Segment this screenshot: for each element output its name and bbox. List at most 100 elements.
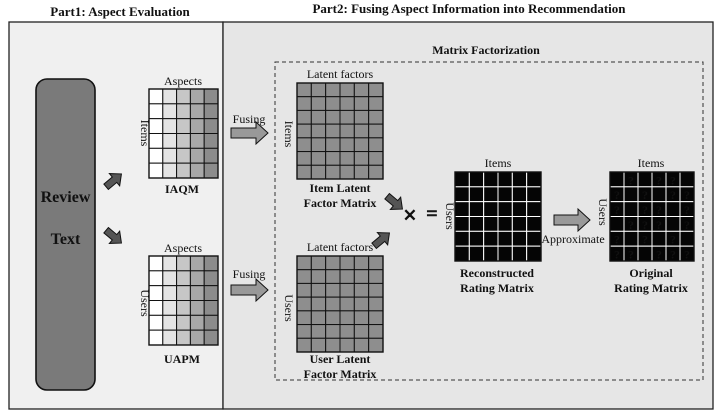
matrix-cell	[162, 103, 178, 120]
matrix-cell	[368, 137, 384, 153]
matrix-cell	[325, 82, 341, 98]
matrix-cell	[454, 230, 470, 247]
matrix-cell	[176, 133, 191, 149]
matrix-cell	[665, 201, 681, 218]
matrix-cell	[296, 123, 312, 139]
iaqm-aspects-label: Aspects	[164, 74, 202, 88]
user-latent-name-line2: Factor Matrix	[304, 367, 377, 381]
matrix-cell	[483, 245, 499, 262]
reconstructed-users-label: Users	[443, 202, 457, 230]
original-name-line2: Rating Matrix	[614, 281, 688, 295]
unknown-rating-mark: ?	[656, 218, 662, 232]
review-label-line1: Review	[41, 189, 91, 206]
matrix-cell	[310, 137, 327, 153]
matrix-border	[454, 171, 542, 262]
matrix-cell	[310, 337, 327, 353]
matrix-cell	[511, 186, 528, 203]
approximate-arrow	[553, 207, 591, 233]
original-users-label: Users	[596, 198, 610, 226]
matrix-cell	[189, 314, 205, 331]
matrix-cell	[176, 118, 191, 134]
matrix-cell	[353, 123, 370, 139]
matrix-cell	[468, 186, 485, 203]
matrix-cell	[368, 337, 384, 353]
matrix-cell	[176, 285, 191, 301]
review-text-box	[35, 78, 96, 391]
matrix-cell	[623, 201, 639, 218]
item-latent-top-label: Latent factors	[307, 67, 374, 81]
unknown-rating-mark: ?	[642, 203, 648, 217]
matrix-cell	[368, 324, 384, 339]
matrix-cell	[310, 282, 327, 298]
matrix-cell	[162, 162, 178, 179]
matrix-cell	[310, 151, 327, 166]
uapm-aspects-label: Aspects	[164, 241, 202, 255]
matrix-cell	[339, 282, 355, 298]
unknown-rating-mark: ?	[628, 173, 634, 187]
matrix-factorization-title: Matrix Factorization	[432, 43, 540, 57]
matrix-cell	[148, 162, 164, 179]
matrix-cell	[325, 324, 341, 339]
matrix-cell	[310, 164, 327, 180]
unknown-rating-mark: ?	[614, 248, 620, 262]
matrix-cell	[665, 216, 681, 232]
matrix-cell	[497, 201, 513, 218]
uapm-matrix	[148, 255, 219, 346]
matrix-cell	[339, 337, 355, 353]
matrix-cell	[468, 216, 485, 232]
matrix-cell	[162, 314, 178, 331]
arrow-review-to-iaqm	[103, 173, 123, 191]
matrix-cell	[189, 285, 205, 301]
matrix-cell	[637, 245, 653, 262]
matrix-cell	[497, 245, 513, 262]
unknown-rating-mark: ?	[642, 218, 648, 232]
matrix-cell	[339, 269, 355, 284]
matrix-cell	[162, 255, 178, 272]
matrix-cell	[353, 337, 370, 353]
matrix-cell	[368, 269, 384, 284]
matrix-cell	[368, 282, 384, 298]
original-items-label: Items	[638, 156, 665, 170]
matrix-cell	[368, 310, 384, 326]
matrix-cell	[468, 171, 485, 188]
matrix-cell	[368, 96, 384, 111]
matrix-cell	[511, 201, 528, 218]
iaqm-name: IAQM	[165, 182, 199, 196]
review-label-line2: Text	[51, 231, 81, 248]
unknown-rating-mark: ?	[614, 203, 620, 217]
matrix-cell	[296, 324, 312, 339]
matrix-cell	[148, 103, 164, 120]
matrix-cell	[189, 270, 205, 287]
matrix-cell	[368, 151, 384, 166]
matrix-cell	[339, 255, 355, 271]
matrix-cell	[325, 123, 341, 139]
matrix-cell	[148, 285, 164, 301]
matrix-cell	[454, 201, 470, 218]
unknown-rating-mark: ?	[642, 233, 648, 247]
iaqm-matrix	[148, 88, 219, 179]
matrix-cell	[296, 164, 312, 180]
matrix-cell	[339, 151, 355, 166]
matrix-cell	[353, 96, 370, 111]
matrix-cell	[483, 216, 499, 232]
matrix-cell	[526, 216, 542, 232]
matrix-cell	[353, 164, 370, 180]
matrix-cell	[454, 216, 470, 232]
equals-operator: =	[426, 203, 437, 225]
matrix-cell	[497, 230, 513, 247]
matrix-cell	[189, 103, 205, 120]
matrix-cell	[325, 151, 341, 166]
matrix-cell	[325, 296, 341, 312]
matrix-cell	[162, 118, 178, 134]
matrix-cell	[296, 151, 312, 166]
approximate-label: Approximate	[541, 232, 604, 246]
matrix-cell	[310, 296, 327, 312]
matrix-cell	[368, 164, 384, 180]
matrix-cell	[325, 337, 341, 353]
matrix-cell	[310, 109, 327, 125]
matrix-cell	[468, 230, 485, 247]
fusing-top-label: Fusing	[233, 112, 266, 126]
matrix-cell	[353, 255, 370, 271]
matrix-border	[609, 171, 695, 262]
unknown-rating-mark: ?	[614, 188, 620, 202]
